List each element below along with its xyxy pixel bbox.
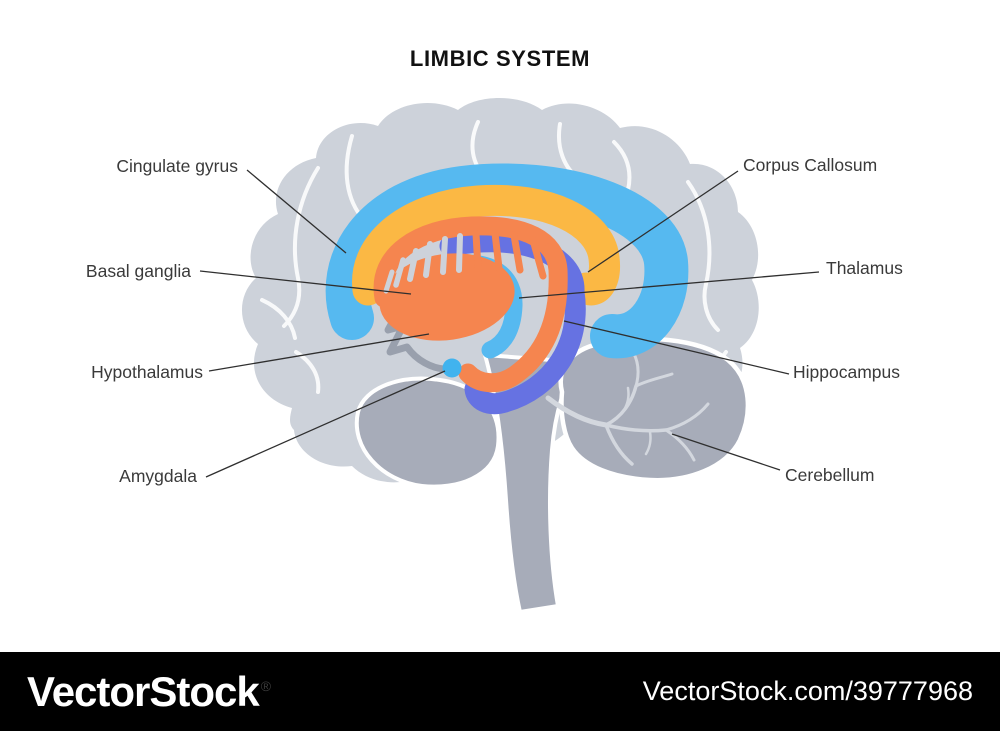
limbic-system-diagram [199, 98, 820, 615]
hypothalamus-squiggle [384, 300, 448, 373]
cingulate-gyrus-band [325, 163, 689, 359]
leader-cerebellum [671, 433, 781, 471]
leader-lines [199, 169, 820, 478]
label-cingulate-gyrus: Cingulate gyrus [116, 156, 238, 176]
page-title: LIMBIC SYSTEM [409, 46, 591, 71]
label-corpus-callosum: Corpus Callosum [743, 155, 878, 175]
cerebellum-shape [558, 336, 751, 483]
leader-hypothalamus [208, 333, 430, 372]
hippocampus-band [439, 231, 586, 415]
image-url-text: VectorStock.com/39777968 [642, 676, 973, 706]
watermark-bar: VectorStock® VectorStock.com/39777968 [0, 652, 1000, 731]
label-thalamus: Thalamus [826, 258, 903, 278]
fornix-spokes [472, 229, 564, 288]
leader-cingulate-gyrus [246, 169, 347, 254]
leader-hippocampus [563, 320, 790, 375]
fornix-slits [383, 233, 463, 294]
vectorstock-logo: VectorStock® [27, 667, 271, 716]
leader-corpus-callosum [587, 170, 739, 273]
leader-amygdala [205, 370, 446, 478]
label-cerebellum: Cerebellum [785, 465, 875, 485]
amygdala-dot [442, 358, 462, 378]
arbor-vitae [545, 348, 710, 466]
corpus-callosum-band [352, 184, 620, 306]
brainstem [482, 352, 582, 615]
leader-thalamus [518, 271, 820, 299]
vectorstock-logo-text: VectorStock [27, 667, 260, 715]
label-hippocampus: Hippocampus [793, 362, 900, 382]
registered-mark: ® [260, 677, 271, 694]
pons [354, 376, 501, 489]
leader-basal-ganglia [199, 270, 412, 295]
label-hypothalamus: Hypothalamus [91, 362, 203, 382]
label-basal-ganglia: Basal ganglia [85, 261, 191, 281]
label-amygdala: Amygdala [119, 466, 197, 486]
